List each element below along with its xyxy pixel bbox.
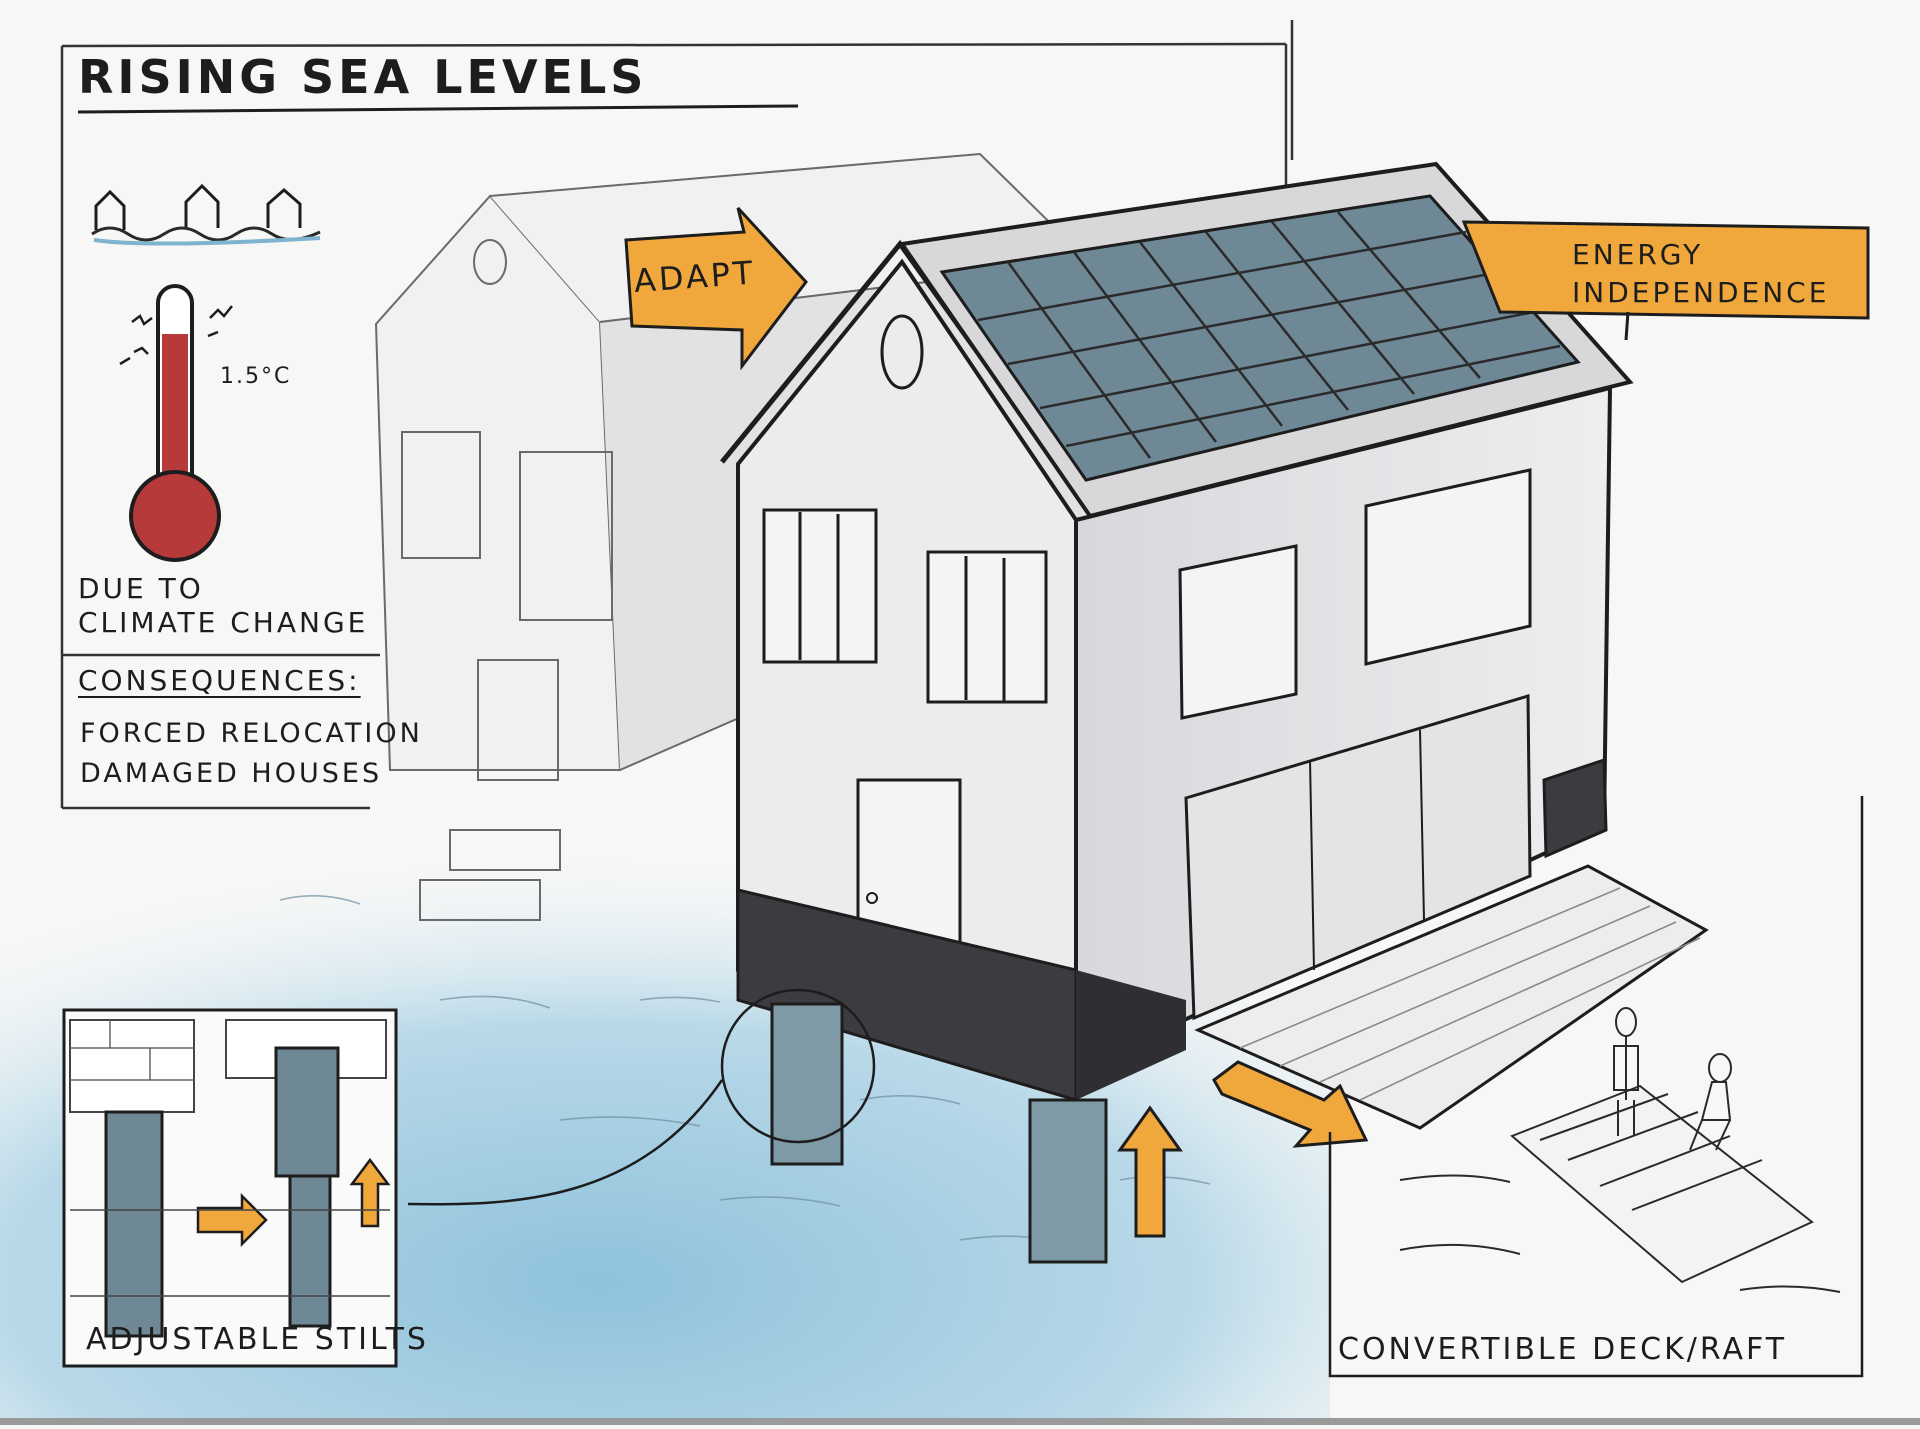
stilts-right-arrow [196,1192,268,1248]
garage-door [1184,693,1532,1021]
consequences-heading: CONSEQUENCES: [78,664,361,697]
stilts-inset-caption: ADJUSTABLE STILTS [86,1322,429,1357]
front-windows [762,508,1048,704]
stilt-callout-circle [720,988,876,1144]
energy-banner-line-2: INDEPENDENCE [1572,276,1830,309]
thermometer-icon [119,284,233,562]
energy-banner [1461,220,1870,320]
page-title: RISING SEA LEVELS [78,50,648,104]
consequence-item: DAMAGED HOUSES [80,758,383,789]
energy-banner-line-1: ENERGY [1572,238,1704,271]
info-panel-border [60,42,1287,810]
title-underline [77,104,799,114]
adapt-arrow [624,206,808,371]
deck-arrow [1212,1060,1369,1148]
cause-text-line-2: CLIMATE CHANGE [78,606,369,639]
stilt-callout-line [407,1079,724,1206]
raft-drawing [1399,1007,1841,1293]
stilts-inset-drawing [69,1019,391,1338]
consequence-item: FORCED RELOCATION [80,718,423,749]
solar-panel-array [939,194,1581,482]
stilts [770,1002,1108,1264]
stilts-up-arrow [349,1157,391,1228]
deck-inset-border [1328,796,1864,1378]
house-base-side [1076,970,1186,1100]
attic-window [880,314,924,390]
side-windows [1178,468,1532,720]
deck-inset-caption: CONVERTIBLE DECK/RAFT [1338,1332,1788,1367]
lift-arrow [1117,1105,1183,1238]
flooded-houses-icon [91,183,321,246]
solar-panel-grid [977,211,1561,459]
temperature-label: 1.5°C [220,364,292,389]
cause-text-line-1: DUE TO [78,572,204,605]
